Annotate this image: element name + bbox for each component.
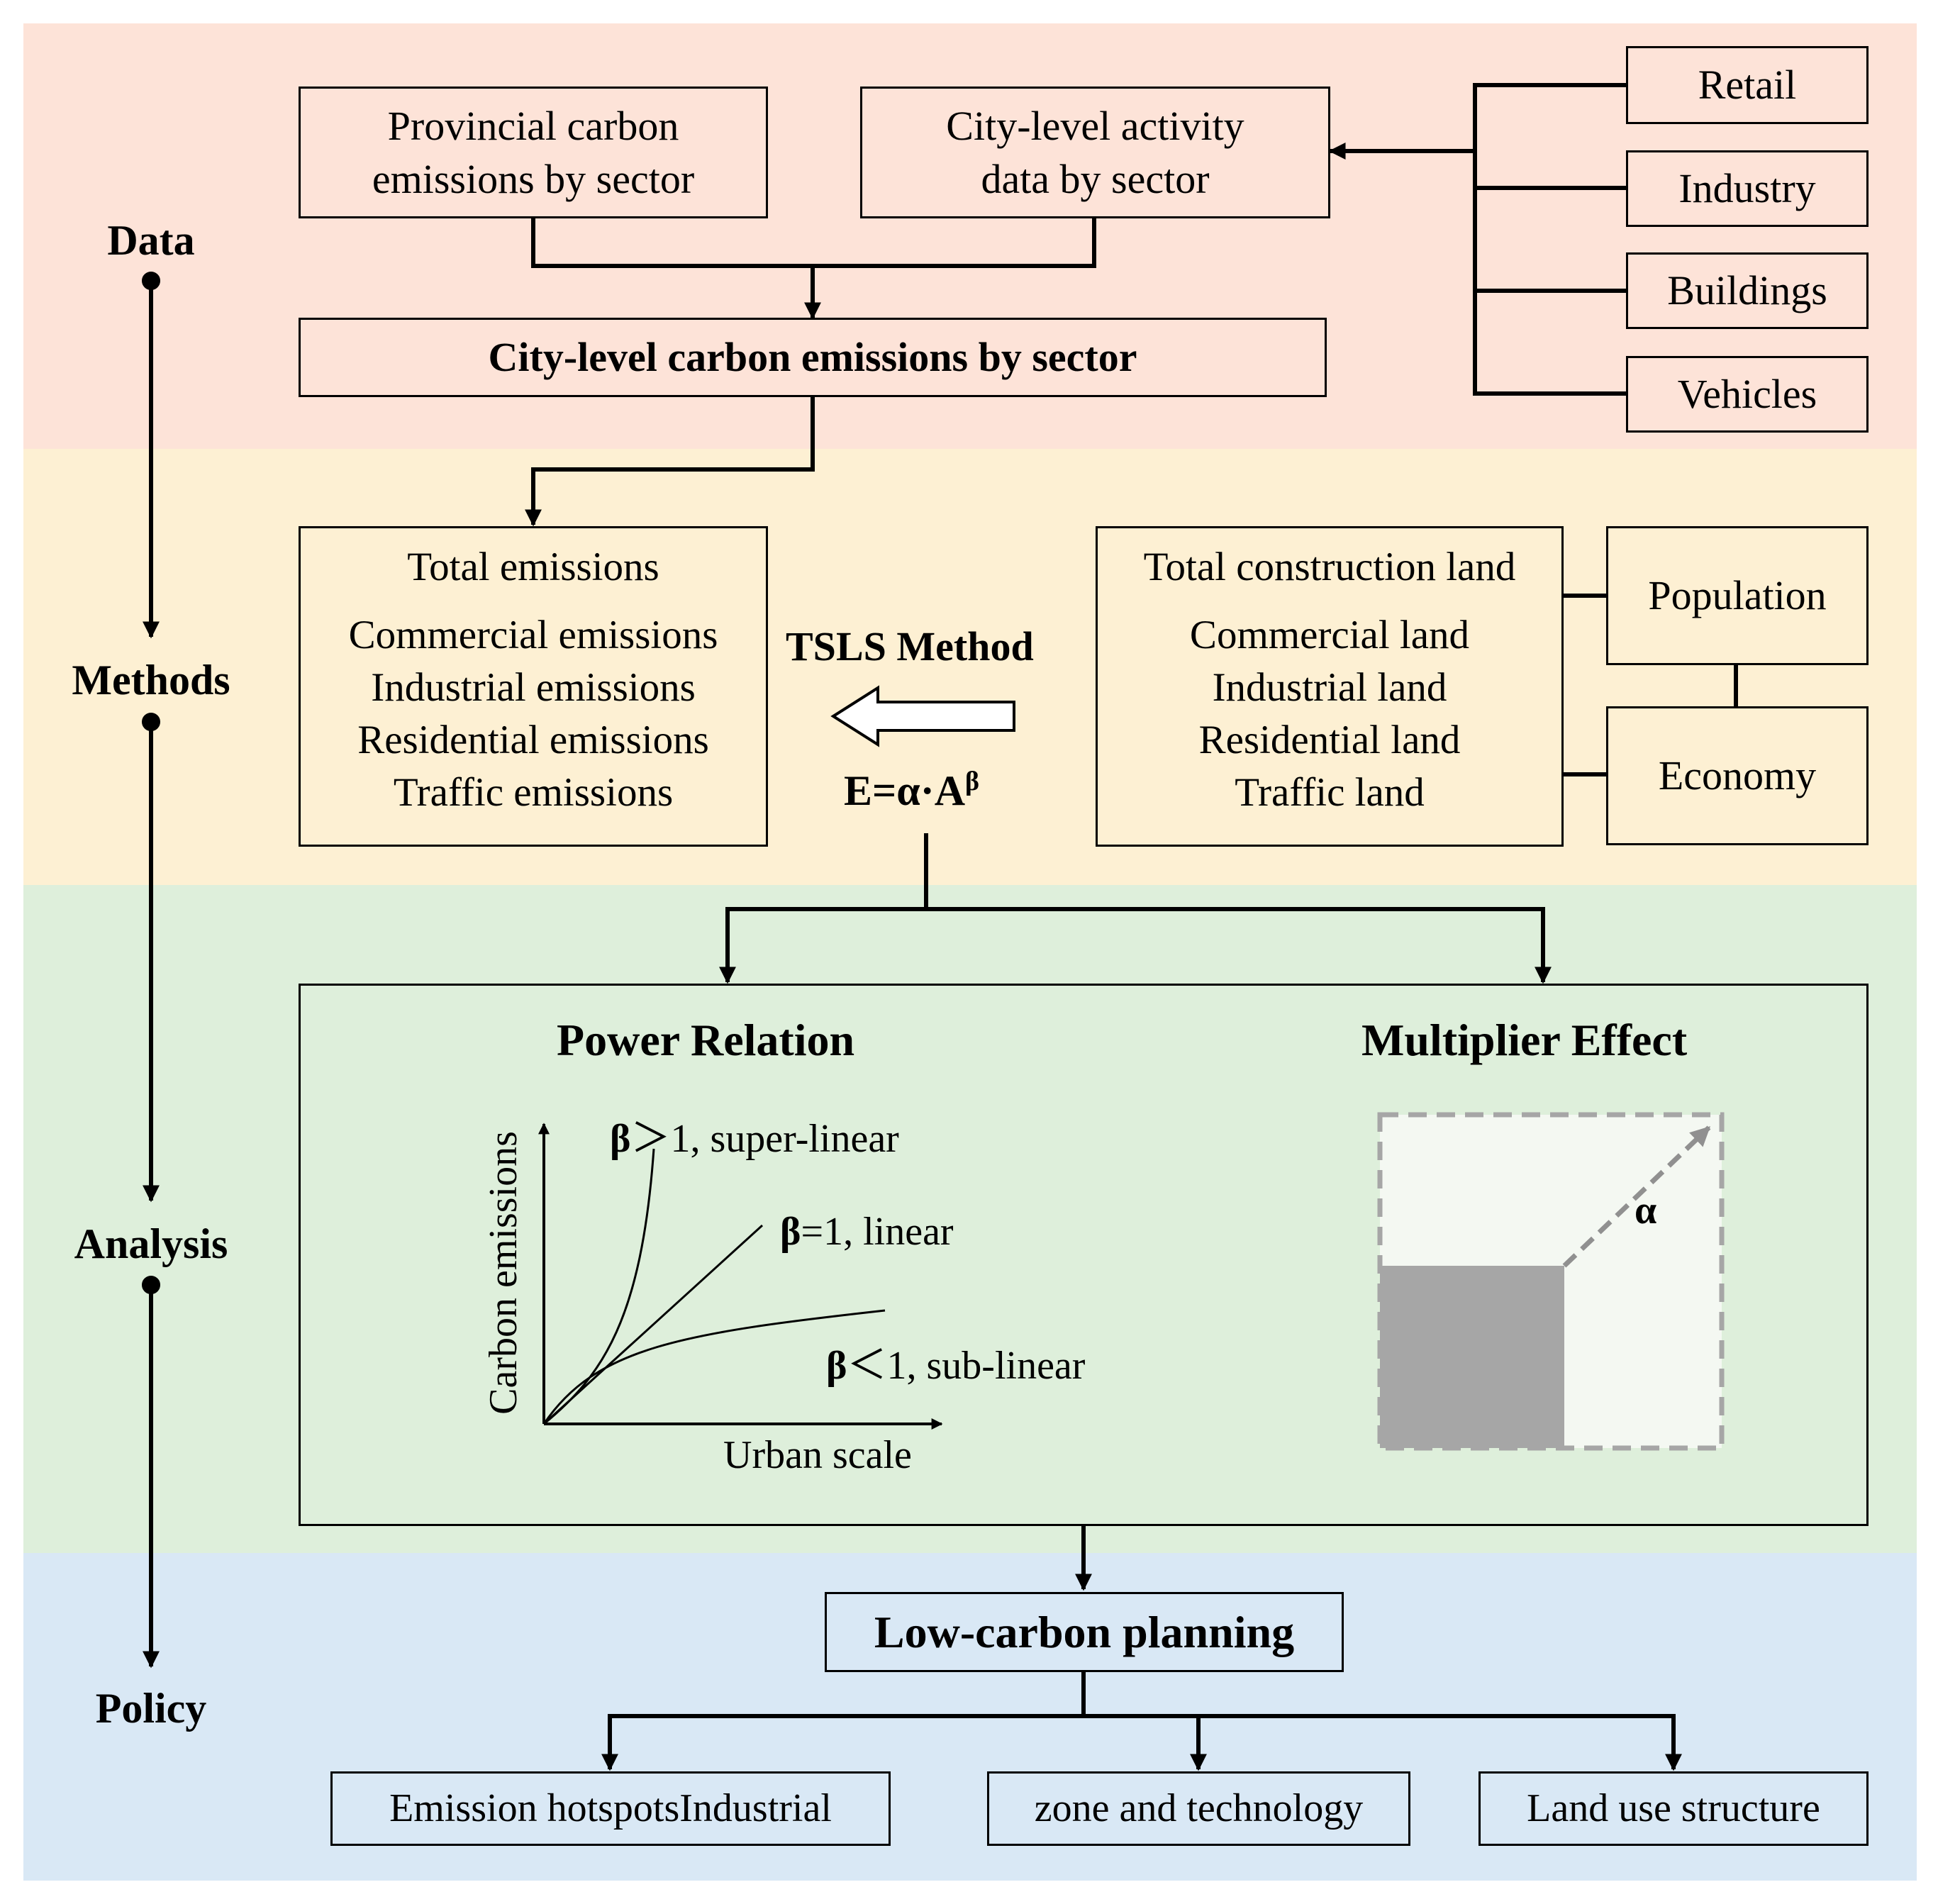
tsls-arrow-icon [830,685,1015,747]
emissions-item-industrial: Industrial emissions [371,665,696,711]
data-band [23,23,1917,449]
y-axis-label: Carbon emissions [481,1131,525,1415]
curve-relation: =1, linear [801,1210,954,1254]
provincial-emissions-box: Provincial carbon emissions by sector [299,87,768,218]
land-item-commercial: Commercial land [1189,613,1470,658]
curve-relation: ＜1, sub-linear [847,1344,1086,1388]
tsls-method-label: TSLS Method [786,623,1034,669]
stage-label-methods: Methods [72,657,230,703]
curve-relation: ＞1, super-linear [630,1117,899,1161]
methods-band [23,449,1917,885]
city-emissions-box: City-level carbon emissions by sector [299,318,1327,397]
emissions-box: Total emissions Commercial emissions Ind… [299,526,768,847]
stage-label-data: Data [107,217,195,264]
policy-output-zone: zone and technology [987,1771,1410,1846]
sector-box-buildings: Buildings [1626,252,1869,329]
stage-label-policy: Policy [95,1685,207,1732]
land-item-residential: Residential land [1198,718,1461,763]
economy-box: Economy [1606,706,1869,845]
activity-data-box: City-level activity data by sector [860,87,1330,218]
sector-box-industry: Industry [1626,150,1869,227]
construction-land-box: Total construction land Commercial land … [1096,526,1564,847]
formula-exponent: β [965,767,980,796]
provincial-box-line-2: emissions by sector [372,156,695,202]
beta-symbol: β [610,1117,631,1161]
curve-label-linear: β=1, linear [780,1209,954,1254]
land-box-title: Total construction land [1143,545,1516,589]
policy-output-land-use: Land use structure [1478,1771,1869,1846]
alpha-label: α [1635,1188,1657,1232]
curve-label-sub-linear: β＜1, sub-linear [826,1333,1085,1391]
power-relation-plot [538,1123,943,1430]
curve-label-super-linear: β＞1, super-linear [610,1106,899,1164]
sector-box-retail: Retail [1626,46,1869,124]
activity-box-line-2: data by sector [981,156,1210,202]
analysis-panel [299,984,1869,1526]
emissions-item-residential: Residential emissions [357,718,709,763]
policy-output-hotspots: Emission hotspotsIndustrial [330,1771,891,1846]
x-axis-label: Urban scale [723,1433,912,1477]
beta-symbol: β [780,1210,801,1254]
emissions-item-traffic: Traffic emissions [393,770,674,815]
multiplier-effect-title: Multiplier Effect [1361,1015,1688,1065]
activity-box-line-1: City-level activity [946,102,1244,149]
land-item-traffic: Traffic land [1235,770,1425,815]
stage-label-analysis: Analysis [74,1220,228,1267]
multiplier-graphic [1377,1112,1725,1451]
formula-label: E=α·Aβ [844,766,979,815]
land-item-industrial: Industrial land [1212,665,1447,711]
low-carbon-planning-box: Low-carbon planning [825,1592,1344,1672]
formula-base: E=α·A [844,767,966,814]
population-box: Population [1606,526,1869,665]
provincial-box-line-1: Provincial carbon [387,102,679,149]
emissions-box-title: Total emissions [407,545,659,589]
sector-box-vehicles: Vehicles [1626,356,1869,433]
beta-symbol: β [826,1344,847,1388]
emissions-item-commercial: Commercial emissions [348,613,718,658]
power-relation-title: Power Relation [557,1015,855,1065]
